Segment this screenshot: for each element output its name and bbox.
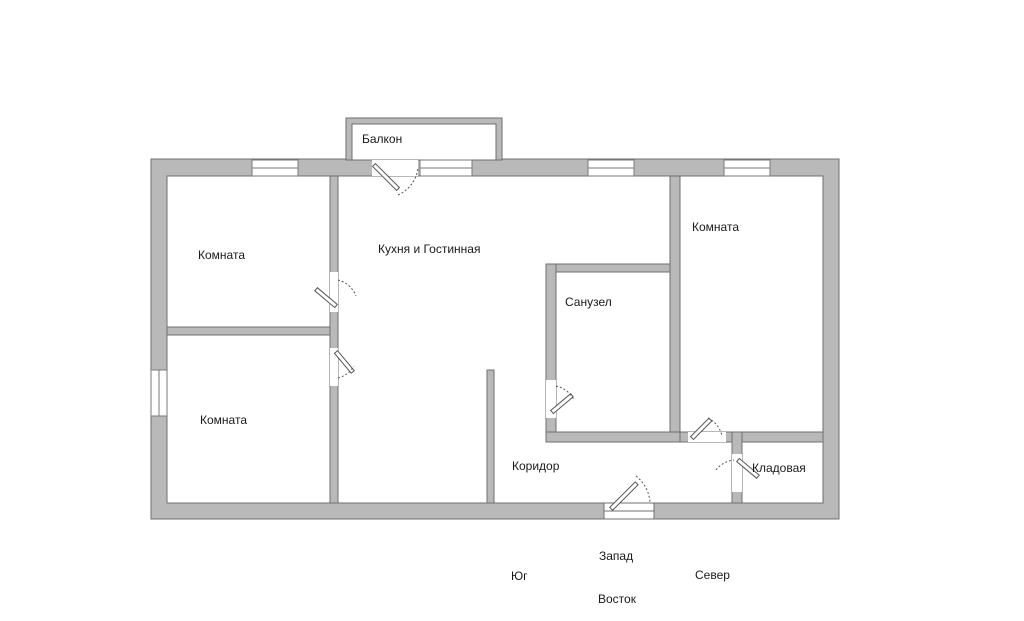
- door-storage: [715, 454, 760, 492]
- door-room-bottom-left: [330, 348, 355, 386]
- windows: [150, 159, 771, 417]
- doors: [314, 160, 760, 520]
- compass-west: Запад: [599, 549, 633, 563]
- outer-wall: [150, 158, 840, 520]
- label-room-top-left: Комната: [198, 248, 245, 262]
- door-entrance: [603, 475, 655, 520]
- compass-east: Восток: [598, 592, 637, 606]
- label-bathroom: Санузел: [565, 295, 612, 309]
- door-room-right: [688, 417, 726, 442]
- compass-north: Север: [695, 568, 730, 582]
- label-corridor: Коридор: [512, 459, 560, 473]
- door-room-top-left: [314, 272, 357, 312]
- label-room-right: Комната: [692, 220, 739, 234]
- door-balcony: [371, 160, 419, 196]
- label-storage: Кладовая: [752, 461, 806, 475]
- door-bathroom: [546, 380, 575, 418]
- label-balcony: Балкон: [362, 132, 402, 146]
- balcony: [345, 117, 503, 161]
- compass-south: Юг: [511, 569, 528, 583]
- compass: Запад Юг Север Восток: [511, 549, 730, 606]
- label-room-bottom-left: Комната: [200, 413, 247, 427]
- label-kitchen-living: Кухня и Гостинная: [378, 242, 480, 256]
